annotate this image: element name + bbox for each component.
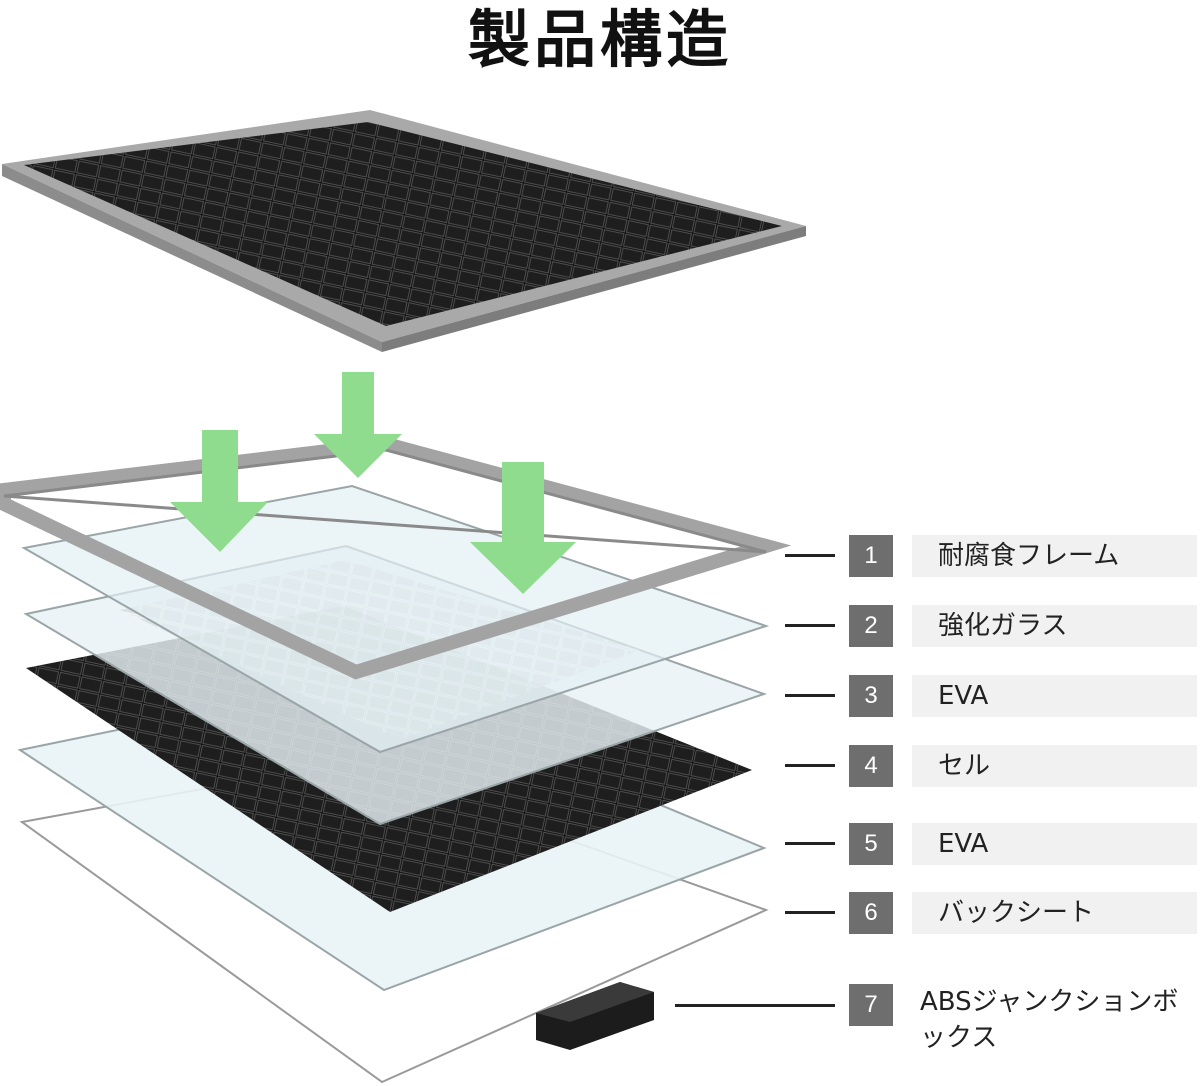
legend-number: 5: [849, 823, 893, 865]
arrow-down-icon: [314, 372, 402, 478]
aluminum-frame: [0, 436, 792, 680]
legend-label: EVA: [912, 823, 1197, 865]
green-arrows: [170, 372, 576, 594]
leader-line: [785, 554, 835, 557]
assembled-solar-panel: [2, 110, 806, 352]
leader-line: [785, 624, 835, 627]
legend-label: EVA: [912, 675, 1197, 717]
leader-line: [785, 842, 835, 845]
legend-number: 2: [849, 605, 893, 647]
legend-number: 6: [849, 892, 893, 934]
legend-label: セル: [912, 745, 1197, 787]
legend-number: 4: [849, 745, 893, 787]
legend-number: 3: [849, 675, 893, 717]
page-title: 製品構造: [467, 3, 732, 76]
legend-number: 1: [849, 535, 893, 577]
leader-line: [675, 1004, 835, 1007]
legend-label: バックシート: [912, 892, 1197, 934]
leader-line: [785, 911, 835, 914]
junction-box: [536, 982, 654, 1050]
legend-label: 強化ガラス: [912, 605, 1197, 647]
legend-label: ABSジャンクションボックス: [912, 984, 1182, 1056]
arrow-down-icon: [470, 462, 576, 594]
legend-label: 耐腐食フレーム: [912, 535, 1197, 577]
leader-line: [785, 764, 835, 767]
arrow-down-icon: [170, 430, 268, 552]
leader-line: [785, 694, 835, 697]
legend-number: 7: [849, 984, 893, 1026]
